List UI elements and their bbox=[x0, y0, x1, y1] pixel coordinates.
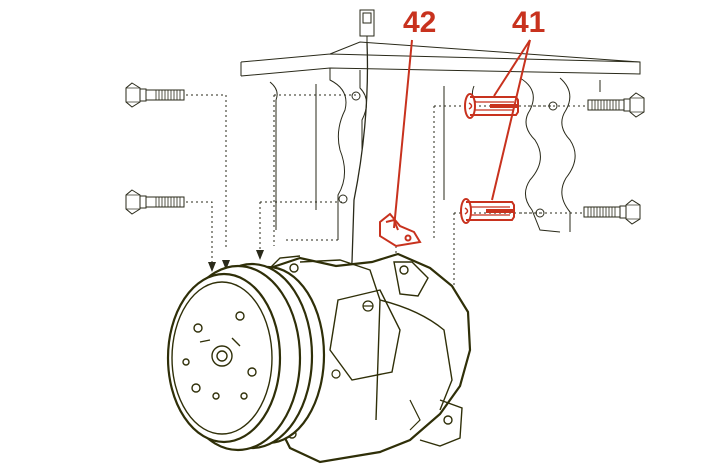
mounting-bracket-icon bbox=[379, 212, 422, 248]
threaded-stud-icon bbox=[587, 92, 645, 118]
clutch-pulley bbox=[166, 262, 326, 452]
threaded-stud-icon bbox=[583, 199, 641, 225]
split-sleeve-icon bbox=[460, 198, 515, 224]
part-number-41: 41 bbox=[512, 6, 546, 39]
ac-compressor-icon bbox=[268, 252, 472, 464]
assembly-guide-lines bbox=[186, 94, 586, 300]
clutch-hub bbox=[182, 311, 257, 400]
hex-bolt-icon bbox=[125, 82, 185, 108]
engine-mount-holes bbox=[338, 91, 558, 218]
engine-block-outline bbox=[240, 41, 641, 240]
callout-leader-lines bbox=[393, 39, 531, 229]
sensor-connector-icon bbox=[359, 9, 375, 42]
part-number-42: 42 bbox=[403, 6, 437, 39]
split-sleeve-icon bbox=[464, 93, 519, 119]
hex-bolt-icon bbox=[125, 189, 185, 215]
